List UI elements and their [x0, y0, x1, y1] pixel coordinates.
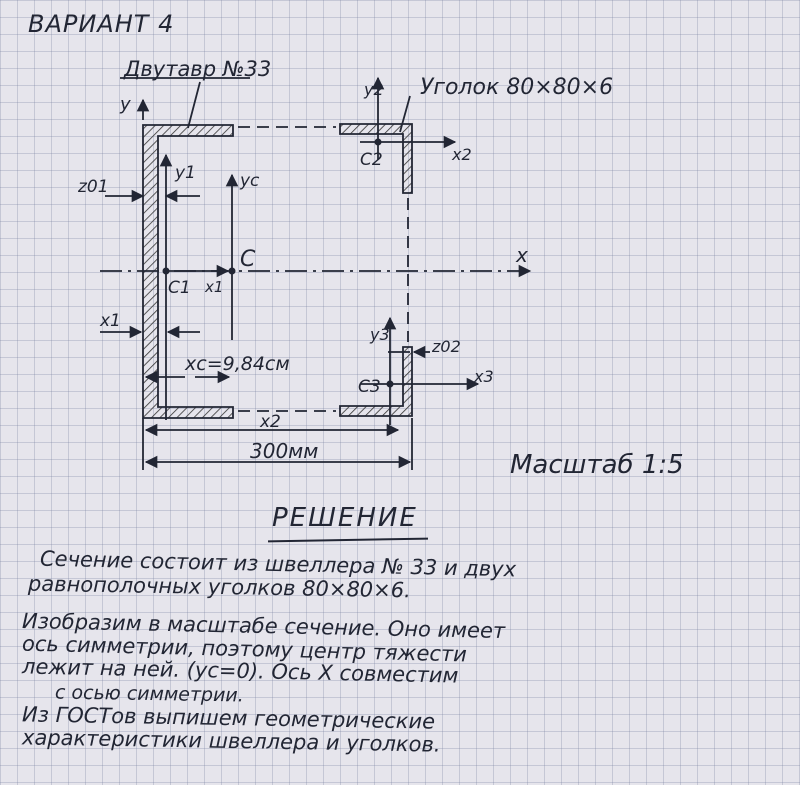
angle-bottom-section	[339, 346, 413, 417]
label-z02: z02	[431, 337, 461, 356]
label-axis-x2: x2	[451, 145, 472, 164]
angle-top-section	[339, 123, 413, 194]
label-axis-x1: x1	[204, 278, 223, 296]
solution-line: равнополочных уголков 80×80×6.	[27, 571, 411, 603]
cross-section-drawing: Двутавр №33 Уголок 80×80×6 y y1 yc y2 y3…	[77, 57, 613, 470]
label-dim-x2: x2	[259, 412, 281, 432]
label-axis-yc: yc	[239, 171, 260, 191]
label-axis-x: x	[515, 243, 528, 267]
label-point-c: C	[240, 247, 256, 272]
label-z01: z01	[77, 177, 109, 197]
solution-heading: РЕШЕНИЕ	[272, 503, 418, 533]
label-axis-y1: y1	[174, 163, 196, 183]
channel-section	[142, 124, 234, 419]
label-channel: Двутавр №33	[123, 57, 271, 81]
variant-title: ВАРИАНТ 4	[28, 10, 175, 38]
label-point-c3: C3	[358, 377, 381, 397]
label-dim-xc: xc=9,84см	[184, 353, 290, 375]
solution-line: характеристики швеллера и уголков.	[21, 725, 441, 757]
label-axis-x3: x3	[473, 367, 494, 386]
label-dim-x1: x1	[99, 311, 121, 331]
label-point-c1: C1	[168, 278, 191, 298]
scale-label: Масштаб 1:5	[510, 450, 684, 480]
label-axis-y2: y2	[363, 80, 384, 99]
heading-underline	[267, 537, 429, 543]
label-angle: Уголок 80×80×6	[420, 75, 613, 100]
label-axis-y3: y3	[369, 325, 390, 344]
label-point-c2: C2	[360, 150, 383, 170]
label-dim-width: 300мм	[250, 439, 318, 463]
label-axis-y: y	[119, 94, 131, 115]
